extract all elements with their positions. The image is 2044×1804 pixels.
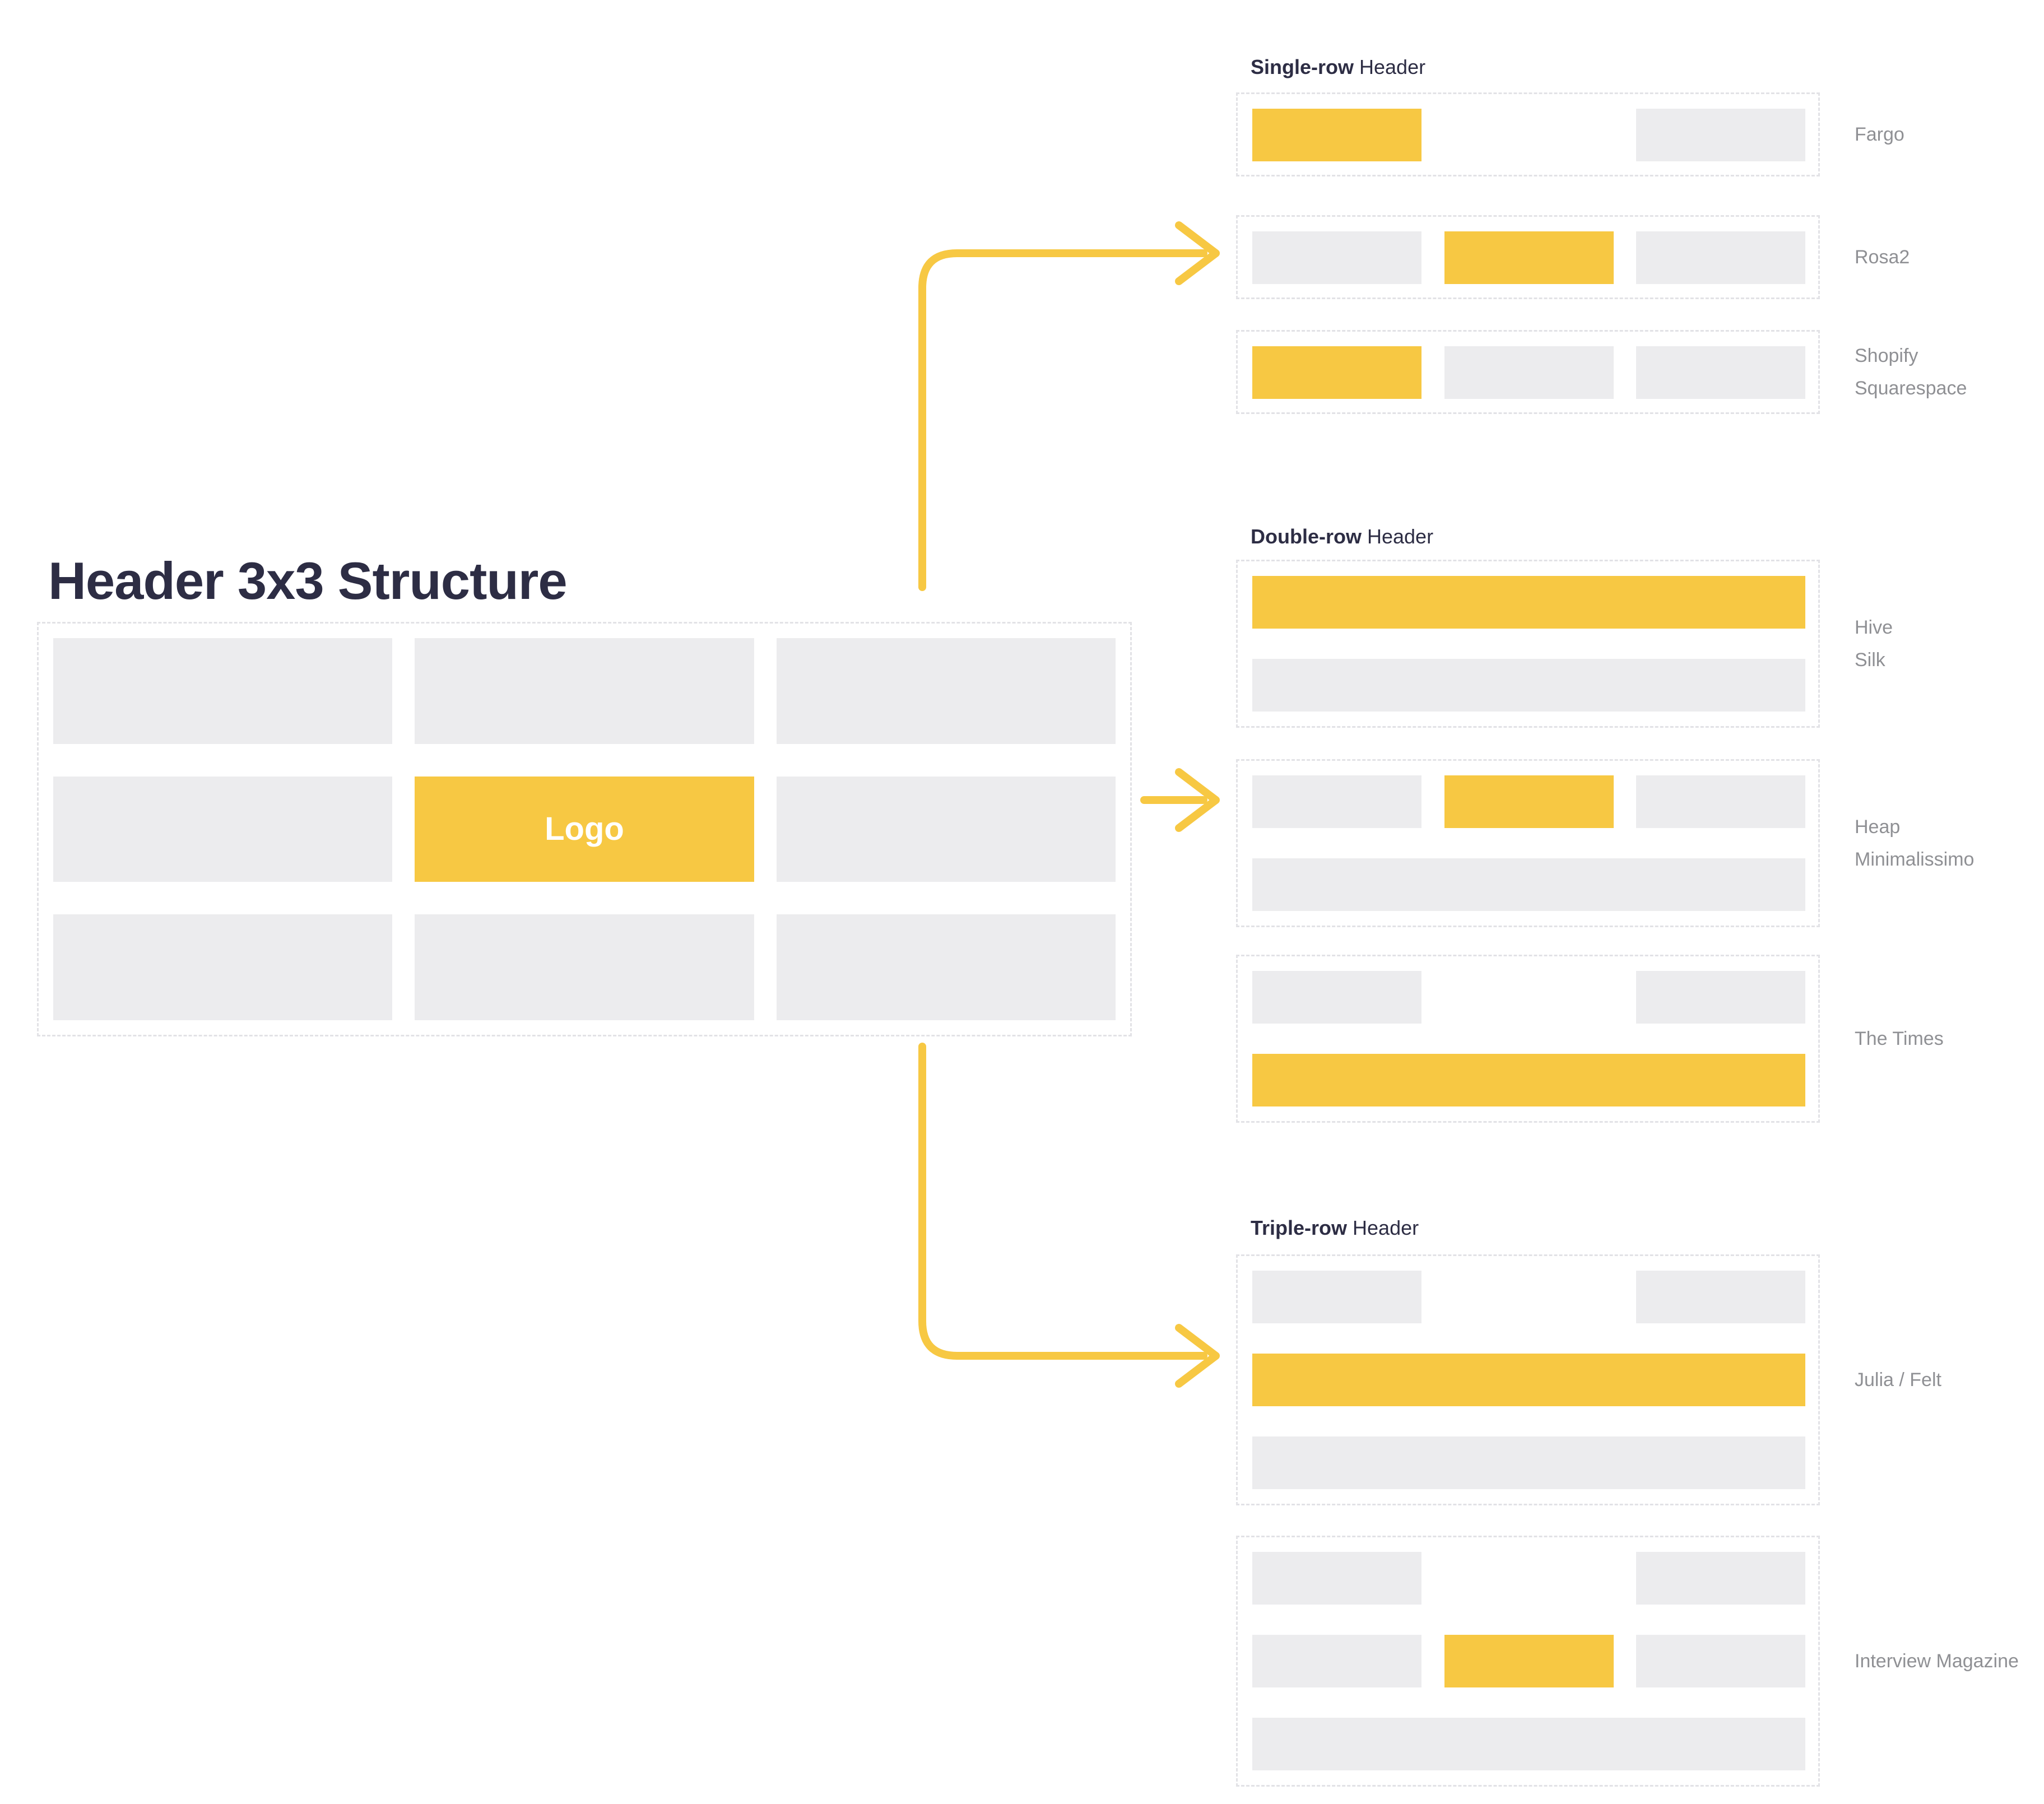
example-label-interview-magazine: Interview Magazine [1855, 1536, 2040, 1787]
header-bar-gray [1252, 858, 1805, 911]
header-row [1252, 1635, 1805, 1687]
example-label-line: Heap [1855, 816, 1901, 838]
example-box-hive-silk [1236, 560, 1820, 728]
header-block-accent [1252, 109, 1421, 161]
example-label-line: Silk [1855, 649, 1885, 671]
header-slot-empty [1444, 971, 1614, 1024]
section-heading-rest: Header [1347, 1216, 1419, 1239]
example-label-line: Shopify [1855, 345, 1918, 366]
section-heading-bold: Triple-row [1251, 1216, 1348, 1239]
example-label-line: Rosa2 [1855, 246, 1910, 268]
section-heading-bold: Double-row [1251, 525, 1362, 548]
header-bar-accent [1252, 576, 1805, 629]
example-label-line: Squarespace [1855, 377, 1967, 399]
header-block-gray [1252, 775, 1421, 828]
header-block-gray [1252, 971, 1421, 1024]
header-block-gray [1636, 971, 1805, 1024]
section-heading-double-row: Double-row Header [1251, 524, 1433, 548]
header-slot-empty [1444, 1271, 1614, 1323]
arrow-to-double-row-icon [1140, 768, 1220, 832]
header-slot-empty [1444, 109, 1614, 161]
example-label-line: Fargo [1855, 123, 1904, 145]
header-block-accent [1444, 231, 1614, 284]
header-block-gray [1252, 231, 1421, 284]
example-label-line: Hive [1855, 616, 1893, 638]
header-block-accent [1252, 346, 1421, 399]
header-row [1252, 1271, 1805, 1323]
header-block-gray [1252, 1552, 1421, 1605]
logo-label: Logo [545, 811, 624, 848]
example-box-shopify-squarespace [1236, 330, 1820, 414]
example-box-fargo [1236, 92, 1820, 176]
arrow-line [918, 249, 1207, 591]
header-block-accent [1444, 1635, 1614, 1687]
example-label-the-times: The Times [1855, 955, 2040, 1123]
arrow-head-icon [1175, 221, 1220, 285]
section-heading-bold: Single-row [1251, 55, 1354, 78]
arrow-head-icon [1175, 768, 1220, 832]
example-box-julia-felt [1236, 1254, 1820, 1505]
header-bar-accent [1252, 1054, 1805, 1106]
section-heading-triple-row: Triple-row Header [1251, 1216, 1419, 1240]
arrow-head-icon [1175, 1324, 1220, 1388]
header-bar-accent [1252, 1354, 1805, 1406]
arrow-line [918, 1043, 1207, 1360]
header-row [1252, 346, 1805, 399]
example-label-line: Julia / Felt [1855, 1369, 1941, 1391]
grid-cell [776, 638, 1116, 744]
header-block-gray [1636, 1552, 1805, 1605]
grid-cell [53, 638, 393, 744]
example-label-line: Interview Magazine [1855, 1650, 2019, 1672]
example-box-the-times [1236, 955, 1820, 1123]
example-box-interview-magazine [1236, 1536, 1820, 1787]
example-label-fargo: Fargo [1855, 92, 2040, 176]
header-row [1252, 1552, 1805, 1605]
header-slot-empty [1444, 1552, 1614, 1605]
example-label-line: Minimalissimo [1855, 848, 1975, 870]
page-title: Header 3x3 Structure [48, 551, 568, 610]
example-box-rosa2 [1236, 215, 1820, 299]
arrow-to-triple-row-icon [918, 1043, 1220, 1388]
header-row [1252, 775, 1805, 828]
header-block-accent [1444, 775, 1614, 828]
header-block-gray [1444, 346, 1614, 399]
header-row [1252, 971, 1805, 1024]
grid-cell [53, 776, 393, 882]
example-label-rosa2: Rosa2 [1855, 215, 2040, 299]
section-heading-rest: Header [1361, 525, 1434, 548]
section-heading-rest: Header [1354, 55, 1426, 78]
grid-cell [415, 638, 754, 744]
header-block-gray [1636, 775, 1805, 828]
grid-cell [776, 776, 1116, 882]
grid-cell [53, 914, 393, 1020]
header-bar-gray [1252, 659, 1805, 712]
grid-cell [776, 914, 1116, 1020]
header-block-gray [1636, 231, 1805, 284]
header-row [1252, 231, 1805, 284]
header-bar-gray [1252, 1718, 1805, 1770]
grid-3x3-container: Logo [37, 622, 1132, 1036]
header-row [1252, 109, 1805, 161]
header-block-gray [1636, 1635, 1805, 1687]
header-block-gray [1636, 346, 1805, 399]
example-label-line: The Times [1855, 1027, 1944, 1049]
header-block-gray [1252, 1271, 1421, 1323]
section-heading-single-row: Single-row Header [1251, 55, 1425, 79]
header-block-gray [1636, 109, 1805, 161]
logo-cell: Logo [415, 776, 754, 882]
arrow-to-single-row-icon [918, 221, 1220, 591]
header-block-gray [1636, 1271, 1805, 1323]
header-block-gray [1252, 1635, 1421, 1687]
grid-cell [415, 914, 754, 1020]
example-box-heap-minimalissimo [1236, 759, 1820, 927]
example-label-julia-felt: Julia / Felt [1855, 1254, 2040, 1505]
header-bar-gray [1252, 1436, 1805, 1489]
